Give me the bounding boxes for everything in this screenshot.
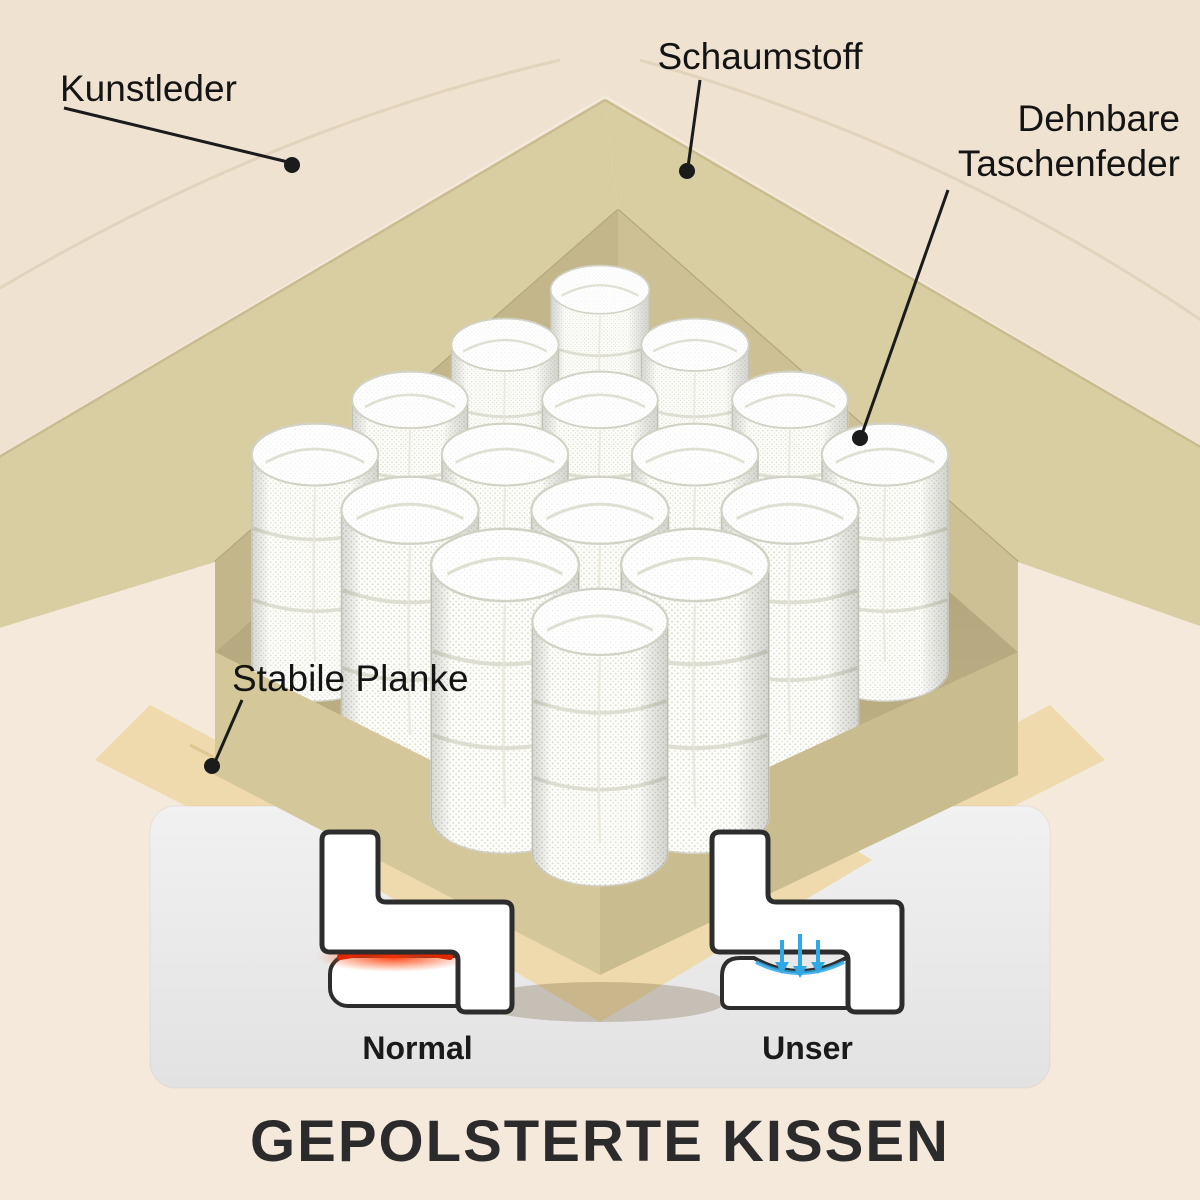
seated-person-supported-icon [709,829,905,1015]
leader-dots [204,157,868,774]
taschenfeder-dot [852,430,868,446]
leader-lines [63,79,950,763]
unser-figure-group [709,829,905,1015]
spring-shadow [475,982,725,1022]
taschenfeder-leader-line [860,189,950,435]
compression-arrows-icon [775,934,825,978]
normal-figure-group [316,829,515,1015]
kunstleder-dot [284,157,300,173]
kunstleder-leader-line [63,106,289,164]
schaumstoff-leader-line [686,79,702,168]
pocket-spring [532,589,667,886]
foam-front-wall-right [600,652,1018,975]
seated-person-pressure-icon [319,829,515,1015]
planke-dot [204,758,220,774]
label-planke: Stabile Planke [232,658,469,699]
foam-front-wall-left [215,652,600,975]
foam-top-right-band [605,100,1200,626]
planke-leader-line [213,699,244,763]
label-kunstleder: Kunstleder [60,68,237,109]
page-title: GEPOLSTERTE KISSEN [250,1109,950,1174]
caption-unser: Unser [762,1030,853,1066]
caption-normal: Normal [362,1030,473,1066]
label-schaumstoff: Schaumstoff [657,36,863,77]
schaumstoff-dot [679,163,695,179]
label-taschenfeder: Dehnbare Taschenfeder [957,98,1180,185]
spring-grid-front [431,529,769,1022]
foam-top-left-band [0,100,618,628]
